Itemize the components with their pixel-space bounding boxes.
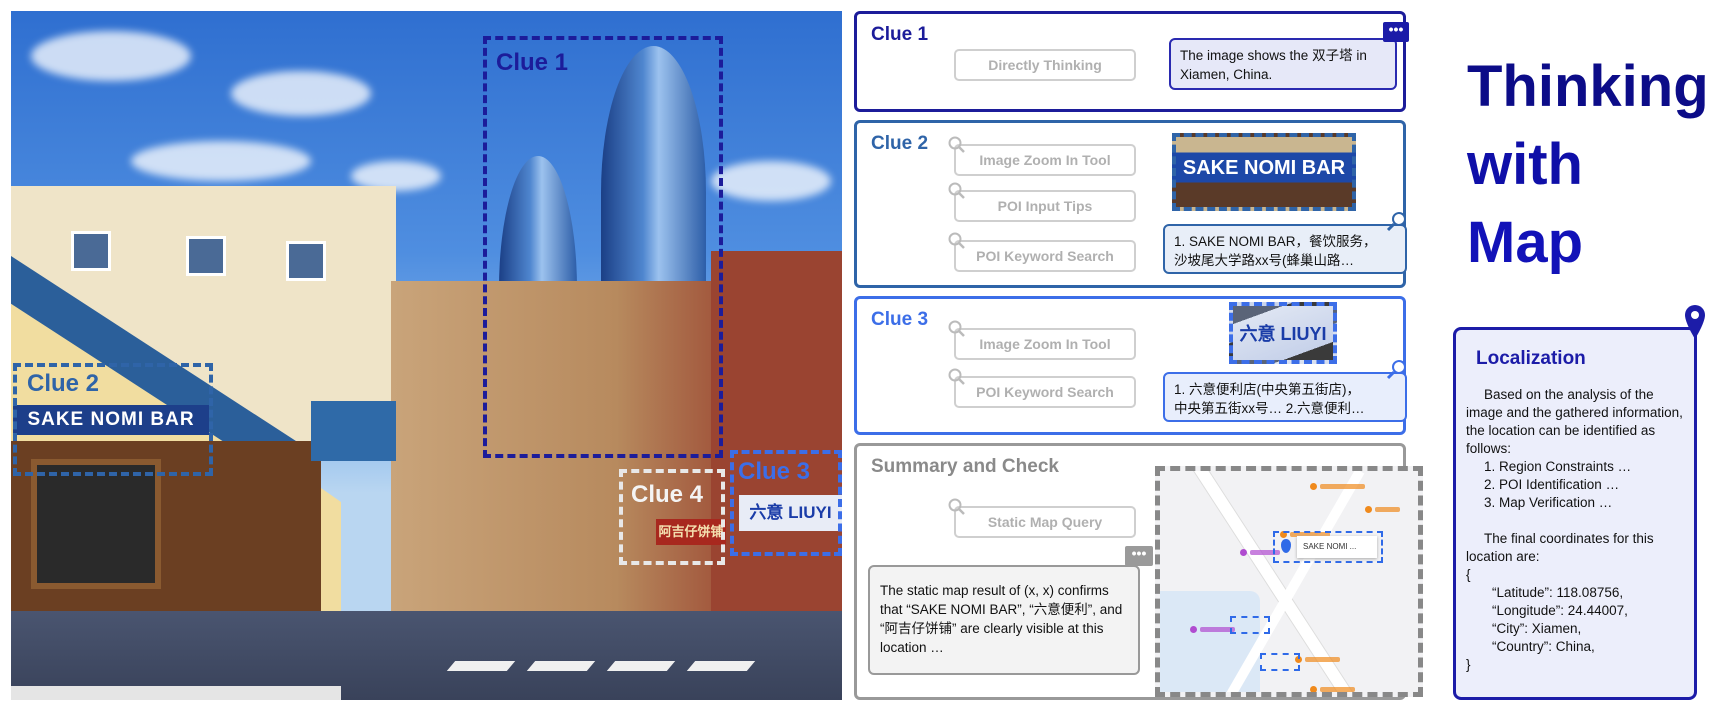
magnifier-icon: [948, 182, 965, 199]
tool-poi-keyword-search[interactable]: POI Keyword Search: [948, 232, 1136, 272]
clue2-panel: Clue 2 Image Zoom In Tool POI Input Tips…: [854, 120, 1407, 288]
map-highlight-liuyi: [1230, 616, 1270, 634]
tool-image-zoom[interactable]: Image Zoom In Tool: [948, 320, 1136, 360]
tool-image-zoom[interactable]: Image Zoom In Tool: [948, 136, 1136, 176]
tool-label: POI Input Tips: [997, 198, 1093, 214]
field: “City”: Xiamen,: [1492, 621, 1582, 636]
tool-label: POI Keyword Search: [976, 248, 1114, 264]
summary-panel: Summary and Check Static Map Query The s…: [854, 443, 1423, 700]
clue3-title: Clue 3: [871, 309, 929, 330]
localization-intro: Based on the analysis of the image and t…: [1466, 387, 1683, 456]
clue3-label: Clue 3: [738, 458, 811, 485]
heading-line1: Thinking: [1467, 54, 1709, 119]
clue2-label: Clue 2: [27, 370, 100, 397]
summary-bubble: The static map result of (x, x) confirms…: [868, 565, 1140, 675]
clue1-label: Clue 1: [496, 49, 569, 76]
map-highlight-sake: SAKE NOMI ...: [1273, 531, 1383, 563]
summary-title: Summary and Check: [871, 456, 1059, 477]
brace: }: [1466, 657, 1471, 672]
field: “Latitude”: 118.08756,: [1492, 585, 1624, 600]
step: 3. Map Verification …: [1484, 495, 1613, 510]
clue2-box: [13, 363, 213, 476]
tool-label: Image Zoom In Tool: [979, 336, 1111, 352]
magnifier-icon: [1386, 212, 1406, 232]
clue1-panel: Clue 1 Directly Thinking The image shows…: [854, 11, 1409, 112]
clue4-box: [619, 469, 725, 565]
field: “Longitude”: 24.44007,: [1492, 603, 1628, 618]
field: “Country”: China,: [1492, 639, 1595, 654]
tool-poi-input-tips[interactable]: POI Input Tips: [948, 182, 1136, 222]
sign-aji: 阿吉仔饼铺: [656, 519, 726, 545]
step: 1. Region Constraints …: [1484, 459, 1632, 474]
clue4-label: Clue 4: [631, 481, 704, 508]
clue3-box: [730, 450, 842, 556]
magnifier-icon: [948, 320, 965, 337]
magnifier-icon: [948, 136, 965, 153]
clue2-title: Clue 2: [871, 133, 929, 154]
heading: Thinking with Map: [1467, 48, 1709, 282]
tool-label: Static Map Query: [987, 514, 1103, 530]
map-pin-icon: [1281, 539, 1291, 553]
road: [11, 611, 842, 700]
sign-liuyi: 六意 LIUYI: [739, 495, 842, 531]
clue1-title: Clue 1: [871, 24, 929, 45]
magnifier-icon: [1386, 360, 1406, 380]
tool-label: POI Keyword Search: [976, 384, 1114, 400]
street-photo: SAKE NOMI BAR 六意 LIUYI 阿吉仔饼铺 Clue 1 Clue…: [11, 11, 842, 700]
magnifier-icon: [948, 498, 965, 515]
clue2-zoom-crop: SAKE NOMI BAR: [1172, 133, 1356, 211]
clue2-result-bubble: 1. SAKE NOMI BAR，餐饮服务，沙坡尾大学路xx号(蜂巢山路…: [1163, 224, 1407, 274]
map-highlight-aji: [1260, 653, 1300, 671]
brace: {: [1466, 567, 1471, 582]
chat-icon: •••: [1383, 22, 1409, 42]
localization-title: Localization: [1476, 348, 1586, 369]
clue3-panel: Clue 3 Image Zoom In Tool POI Keyword Se…: [854, 296, 1407, 435]
heading-line2: with: [1467, 132, 1583, 197]
clue1-answer-bubble: The image shows the 双子塔 in Xiamen, China…: [1169, 38, 1397, 90]
localization-final: The final coordinates for this location …: [1466, 531, 1654, 564]
tool-poi-keyword-search[interactable]: POI Keyword Search: [948, 368, 1136, 408]
clue3-result-bubble: 1. 六意便利店(中央第五街店)，中央第五街xx号… 2.六意便利…: [1163, 372, 1407, 422]
sign-sake-nomi-bar: SAKE NOMI BAR: [13, 405, 209, 435]
static-map: SAKE NOMI ...: [1155, 466, 1423, 697]
localization-panel: Localization Based on the analysis of th…: [1453, 327, 1697, 700]
clue3-zoom-crop: 六意 LIUYI: [1229, 302, 1337, 364]
magnifier-icon: [948, 368, 965, 385]
step: 2. POI Identification …: [1484, 477, 1620, 492]
clue1-box: [483, 36, 723, 458]
chat-icon: •••: [1125, 546, 1153, 566]
heading-line3: Map: [1467, 210, 1583, 275]
map-label: SAKE NOMI ...: [1297, 536, 1377, 558]
location-pin-icon: [1685, 305, 1705, 339]
tool-static-map-query[interactable]: Static Map Query: [948, 498, 1136, 538]
magnifier-icon: [948, 232, 965, 249]
tool-label: Image Zoom In Tool: [979, 152, 1111, 168]
tool-directly-thinking[interactable]: Directly Thinking: [954, 49, 1136, 81]
